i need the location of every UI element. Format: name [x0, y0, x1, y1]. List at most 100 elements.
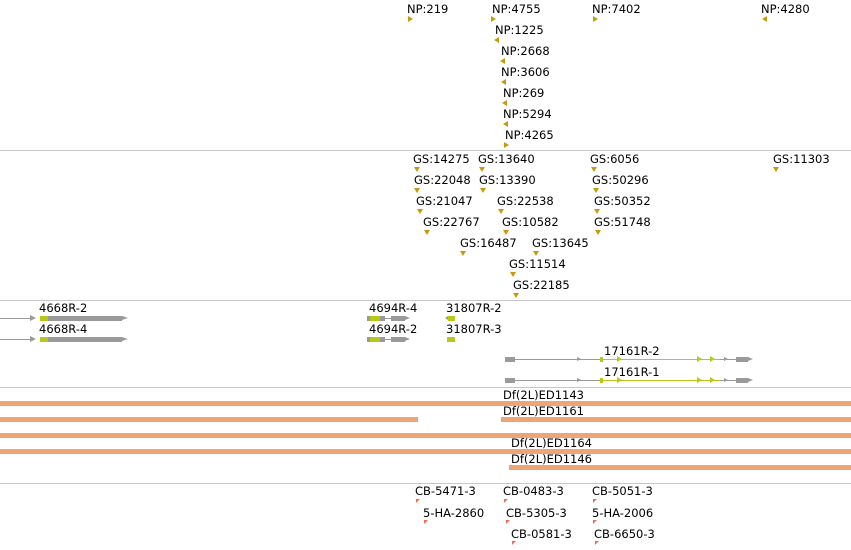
- insertion-marker[interactable]: [510, 272, 516, 277]
- np-insertion-label[interactable]: NP:4265: [505, 128, 554, 142]
- gs-insertion-label[interactable]: GS:13640: [478, 152, 535, 166]
- coding-exon: [370, 316, 380, 321]
- transcript-label[interactable]: 31807R-2: [446, 301, 502, 315]
- insertion-marker[interactable]: [479, 167, 485, 172]
- np-insertion-label[interactable]: NP:269: [503, 86, 545, 100]
- gs-insertion-label[interactable]: GS:11514: [509, 257, 566, 271]
- insertion-marker[interactable]: [494, 37, 499, 43]
- np-insertion-label[interactable]: NP:5294: [503, 107, 552, 121]
- deficiency-bar[interactable]: [0, 449, 851, 454]
- np-insertion-label[interactable]: NP:4280: [761, 2, 810, 16]
- insertion-marker[interactable]: [591, 167, 597, 172]
- stock-marker[interactable]: [504, 499, 508, 503]
- gs-insertion-label[interactable]: GS:16487: [460, 236, 517, 250]
- stock-label[interactable]: CB-0483-3: [503, 484, 564, 498]
- insertion-marker[interactable]: [593, 16, 598, 22]
- stock-marker[interactable]: [506, 520, 510, 524]
- deficiency-bar[interactable]: [0, 401, 851, 406]
- coding-exon: [370, 337, 380, 342]
- gs-insertion-label[interactable]: GS:10582: [502, 215, 559, 229]
- coding-exon: [600, 378, 603, 383]
- track-separator: [0, 483, 851, 484]
- insertion-marker[interactable]: [460, 251, 466, 256]
- gs-insertion-label[interactable]: GS:22048: [414, 173, 471, 187]
- insertion-marker[interactable]: [502, 100, 507, 106]
- insertion-marker[interactable]: [498, 209, 504, 214]
- insertion-marker[interactable]: [504, 142, 509, 148]
- transcript-label[interactable]: 4694R-2: [369, 322, 418, 336]
- stock-label[interactable]: CB-6650-3: [594, 527, 655, 541]
- stock-label[interactable]: CB-0581-3: [511, 527, 572, 541]
- stock-marker[interactable]: [593, 499, 597, 503]
- deficiency-bar[interactable]: [0, 433, 851, 438]
- gs-insertion-label[interactable]: GS:22538: [497, 194, 554, 208]
- gs-insertion-label[interactable]: GS:50296: [592, 173, 649, 187]
- insertion-marker[interactable]: [480, 188, 486, 193]
- intron-line: [515, 380, 600, 381]
- insertion-marker[interactable]: [501, 79, 506, 85]
- transcript-label[interactable]: 4694R-4: [369, 301, 418, 315]
- insertion-marker[interactable]: [762, 16, 767, 22]
- transcript-label[interactable]: 4668R-4: [39, 322, 88, 336]
- np-insertion-label[interactable]: NP:219: [407, 2, 449, 16]
- insertion-marker[interactable]: [424, 230, 430, 235]
- stock-label[interactable]: 5-HA-2006: [592, 506, 654, 520]
- stock-label[interactable]: CB-5051-3: [592, 484, 653, 498]
- gs-insertion-label[interactable]: GS:13645: [532, 236, 589, 250]
- stock-label[interactable]: CB-5305-3: [506, 506, 567, 520]
- insertion-marker[interactable]: [414, 188, 420, 193]
- stock-label[interactable]: 5-HA-2860: [423, 506, 485, 520]
- np-insertion-label[interactable]: NP:1225: [495, 23, 544, 37]
- deficiency-bar[interactable]: [0, 417, 418, 422]
- stock-marker[interactable]: [512, 541, 516, 545]
- transcript-label[interactable]: 17161R-2: [604, 344, 660, 358]
- transcript-label[interactable]: 4668R-2: [39, 301, 88, 315]
- insertion-marker[interactable]: [408, 16, 413, 22]
- insertion-marker[interactable]: [417, 209, 423, 214]
- coding-exon: [600, 357, 603, 362]
- deficiency-label[interactable]: Df(2L)ED1161: [503, 404, 584, 418]
- insertion-marker[interactable]: [773, 167, 779, 172]
- gs-insertion-label[interactable]: GS:22767: [423, 215, 480, 229]
- insertion-marker[interactable]: [594, 209, 600, 214]
- insertion-marker[interactable]: [491, 16, 496, 22]
- stock-marker[interactable]: [416, 499, 420, 503]
- strand-arrow-icon: [748, 357, 753, 361]
- gs-insertion-label[interactable]: GS:6056: [590, 152, 640, 166]
- insertion-marker[interactable]: [513, 293, 519, 298]
- insertion-marker[interactable]: [593, 188, 599, 193]
- gs-insertion-label[interactable]: GS:50352: [594, 194, 651, 208]
- gs-insertion-label[interactable]: GS:13390: [479, 173, 536, 187]
- np-insertion-label[interactable]: NP:4755: [492, 2, 541, 16]
- deficiency-label[interactable]: Df(2L)ED1146: [511, 452, 592, 466]
- strand-arrow-icon: [30, 336, 36, 342]
- stock-label[interactable]: CB-5471-3: [415, 484, 476, 498]
- insertion-marker[interactable]: [414, 167, 420, 172]
- stock-marker[interactable]: [424, 520, 428, 524]
- insertion-marker[interactable]: [503, 121, 508, 127]
- insertion-marker[interactable]: [503, 230, 509, 235]
- gs-insertion-label[interactable]: GS:21047: [416, 194, 473, 208]
- deficiency-bar[interactable]: [501, 417, 851, 422]
- transcript-label[interactable]: 31807R-3: [446, 322, 502, 336]
- stock-marker[interactable]: [593, 520, 597, 524]
- insertion-marker[interactable]: [595, 230, 601, 235]
- insertion-marker[interactable]: [500, 58, 505, 64]
- track-separator: [0, 387, 851, 388]
- coding-line: [600, 359, 720, 360]
- gs-insertion-label[interactable]: GS:51748: [594, 215, 651, 229]
- np-insertion-label[interactable]: NP:3606: [501, 65, 550, 79]
- stock-marker[interactable]: [595, 541, 599, 545]
- gs-insertion-label[interactable]: GS:22185: [513, 278, 570, 292]
- np-insertion-label[interactable]: NP:2668: [501, 44, 550, 58]
- insertion-marker[interactable]: [533, 251, 539, 256]
- intron-line: [0, 339, 30, 340]
- gs-insertion-label[interactable]: GS:11303: [773, 152, 830, 166]
- gs-insertion-label[interactable]: GS:14275: [413, 152, 470, 166]
- deficiency-label[interactable]: Df(2L)ED1143: [503, 388, 584, 402]
- transcript-label[interactable]: 17161R-1: [604, 365, 660, 379]
- np-insertion-label[interactable]: NP:7402: [592, 2, 641, 16]
- strand-arrow-icon: [710, 377, 715, 383]
- deficiency-label[interactable]: Df(2L)ED1164: [511, 436, 592, 450]
- deficiency-bar[interactable]: [509, 465, 851, 470]
